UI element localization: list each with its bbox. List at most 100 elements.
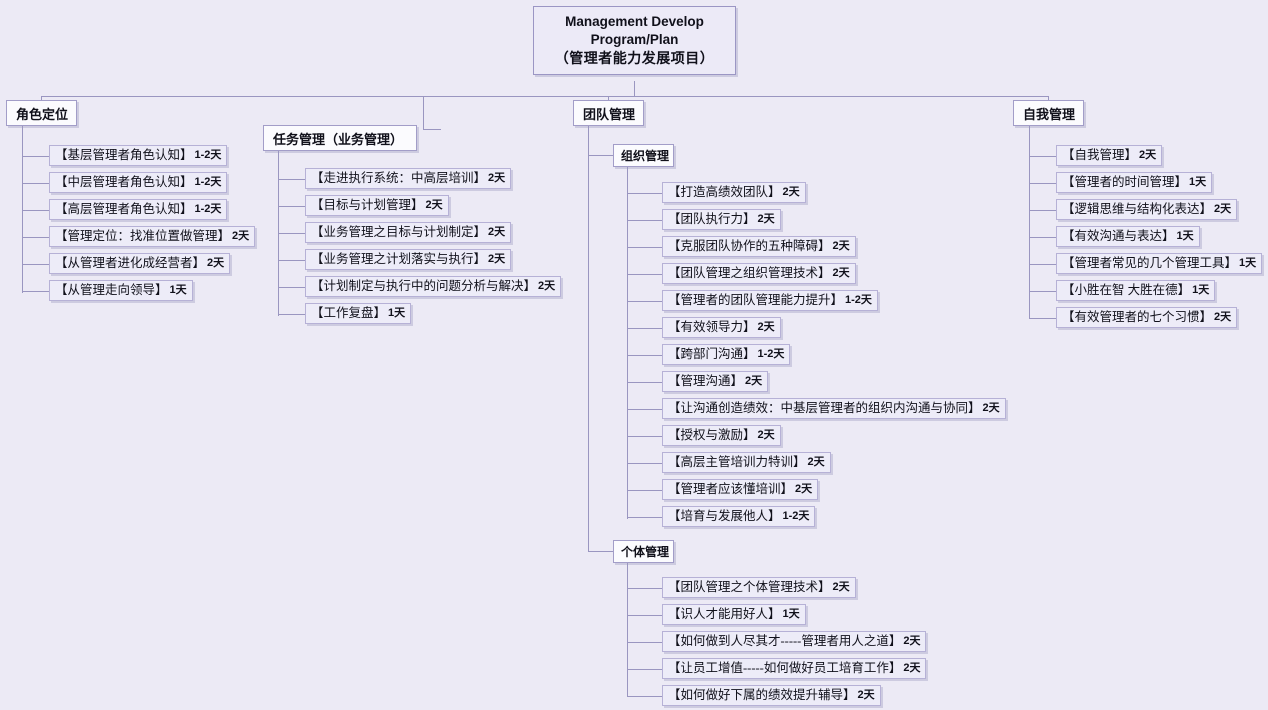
leaf-task[interactable]: 【业务管理之计划落实与执行】2天 [305,249,512,270]
leaf-title: 【走进执行系统：中高层培训】 [311,171,487,185]
leaf-connector [22,264,49,265]
leaf-connector [278,314,305,315]
leaf-duration: 2天 [832,240,850,252]
leaf-self[interactable]: 【逻辑思维与结构化表达】2天 [1056,199,1238,220]
branch-node-self[interactable]: 自我管理 [1013,100,1084,126]
leaf-title: 【自我管理】 [1062,148,1138,162]
main-bus [41,96,1048,97]
leaf-connector [627,328,662,329]
leaf-role[interactable]: 【基层管理者角色认知】1-2天 [49,145,228,166]
leaf-self[interactable]: 【有效管理者的七个习惯】2天 [1056,307,1238,328]
branch-node-role[interactable]: 角色定位 [6,100,77,126]
leaf-duration: 1-2天 [845,294,872,306]
leaf-individual[interactable]: 【识人才能用好人】1天 [662,604,806,625]
leaf-duration: 2天 [903,635,921,647]
leaf-duration: 2天 [903,662,921,674]
leaf-connector [278,206,305,207]
leaf-duration: 1-2天 [194,176,222,188]
root-title-en-line1: Management Develop [565,14,704,29]
leaf-org[interactable]: 【授权与激励】2天 [662,425,781,446]
leaf-role[interactable]: 【中层管理者角色认知】1-2天 [49,172,228,193]
leaf-org[interactable]: 【团队管理之组织管理技术】2天 [662,263,856,284]
leaf-title: 【让沟通创造绩效：中基层管理者的组织内沟通与协同】 [668,401,981,415]
sub-node-org[interactable]: 组织管理 [613,144,674,167]
leaf-title: 【高层主管培训力特训】 [668,455,806,469]
leaf-self[interactable]: 【自我管理】2天 [1056,145,1163,166]
leaf-self[interactable]: 【管理者常见的几个管理工具】1天 [1056,253,1263,274]
branch-node-team[interactable]: 团队管理 [573,100,644,126]
leaf-role[interactable]: 【管理定位：找准位置做管理】2天 [49,226,256,247]
elbow-task [423,129,441,130]
root-title-en-line2: Program/Plan [590,32,679,47]
leaf-role[interactable]: 【高层管理者角色认知】1-2天 [49,199,228,220]
leaf-title: 【小胜在智 大胜在德】 [1062,283,1191,297]
leaf-individual[interactable]: 【让员工增值-----如何做好员工培育工作】2天 [662,658,927,679]
leaf-title: 【如何做到人尽其才-----管理者用人之道】 [668,634,902,648]
leaf-duration: 2天 [1214,311,1232,323]
leaf-org[interactable]: 【克服团队协作的五种障碍】2天 [662,236,856,257]
leaf-role[interactable]: 【从管理走向领导】1天 [49,280,193,301]
leaf-task[interactable]: 【计划制定与执行中的问题分析与解决】2天 [305,276,562,297]
leaf-duration: 2天 [425,199,443,211]
leaf-connector [1029,291,1056,292]
leaf-duration: 1天 [169,284,187,296]
leaf-connector [627,247,662,248]
leaf-connector [22,183,49,184]
leaf-title: 【识人才能用好人】 [668,607,781,621]
leaf-connector [627,463,662,464]
leaf-duration: 2天 [1139,149,1157,161]
leaf-org[interactable]: 【培育与发展他人】1-2天 [662,506,816,527]
leaf-task[interactable]: 【走进执行系统：中高层培训】2天 [305,168,512,189]
leaf-individual[interactable]: 【团队管理之个体管理技术】2天 [662,577,856,598]
leaf-title: 【克服团队协作的五种障碍】 [668,239,831,253]
trunk-self [1029,126,1030,319]
leaf-duration: 2天 [807,456,825,468]
leaf-duration: 1天 [1192,284,1210,296]
leaf-org[interactable]: 【让沟通创造绩效：中基层管理者的组织内沟通与协同】2天 [662,398,1006,419]
leaf-duration: 2天 [832,267,850,279]
leaf-duration: 2天 [745,375,763,387]
leaf-connector [1029,264,1056,265]
leaf-individual[interactable]: 【如何做到人尽其才-----管理者用人之道】2天 [662,631,927,652]
trunk-org [627,167,628,519]
leaf-duration: 2天 [782,186,800,198]
leaf-org[interactable]: 【高层主管培训力特训】2天 [662,452,831,473]
leaf-title: 【逻辑思维与结构化表达】 [1062,202,1213,216]
sub-node-individual[interactable]: 个体管理 [613,540,674,563]
leaf-duration: 2天 [488,172,506,184]
leaf-connector [627,615,662,616]
leaf-title: 【管理沟通】 [668,374,744,388]
leaf-self[interactable]: 【有效沟通与表达】1天 [1056,226,1200,247]
leaf-task[interactable]: 【业务管理之目标与计划制定】2天 [305,222,512,243]
leaf-connector [627,301,662,302]
leaf-org[interactable]: 【有效领导力】2天 [662,317,781,338]
leaf-task[interactable]: 【工作复盘】1天 [305,303,412,324]
leaf-title: 【管理者应该懂培训】 [668,482,794,496]
leaf-org[interactable]: 【管理沟通】2天 [662,371,769,392]
leaf-title: 【团队管理之个体管理技术】 [668,580,831,594]
leaf-org[interactable]: 【管理者应该懂培训】2天 [662,479,819,500]
leaf-role[interactable]: 【从管理者进化成经营者】2天 [49,253,231,274]
leaf-title: 【业务管理之目标与计划制定】 [311,225,487,239]
branch-label-team: 团队管理 [583,106,636,122]
leaf-connector [627,696,662,697]
leaf-duration: 2天 [757,429,775,441]
branch-node-task[interactable]: 任务管理（业务管理） [263,125,417,151]
leaf-duration: 1天 [1176,230,1194,242]
leaf-connector [278,260,305,261]
leaf-org[interactable]: 【管理者的团队管理能力提升】1-2天 [662,290,878,311]
leaf-self[interactable]: 【管理者的时间管理】1天 [1056,172,1213,193]
leaf-duration: 2天 [488,226,506,238]
leaf-org[interactable]: 【团队执行力】2天 [662,209,781,230]
leaf-self[interactable]: 【小胜在智 大胜在德】1天 [1056,280,1216,301]
leaf-title: 【有效沟通与表达】 [1062,229,1175,243]
leaf-duration: 2天 [207,257,225,269]
leaf-title: 【管理者常见的几个管理工具】 [1062,256,1238,270]
leaf-org[interactable]: 【跨部门沟通】1-2天 [662,344,791,365]
leaf-title: 【管理者的时间管理】 [1062,175,1188,189]
leaf-duration: 1天 [1239,257,1257,269]
leaf-task[interactable]: 【目标与计划管理】2天 [305,195,449,216]
leaf-org[interactable]: 【打造高绩效团队】2天 [662,182,806,203]
root-node[interactable]: Management Develop Program/Plan （管理者能力发展… [533,6,736,75]
leaf-individual[interactable]: 【如何做好下属的绩效提升辅导】2天 [662,685,881,706]
